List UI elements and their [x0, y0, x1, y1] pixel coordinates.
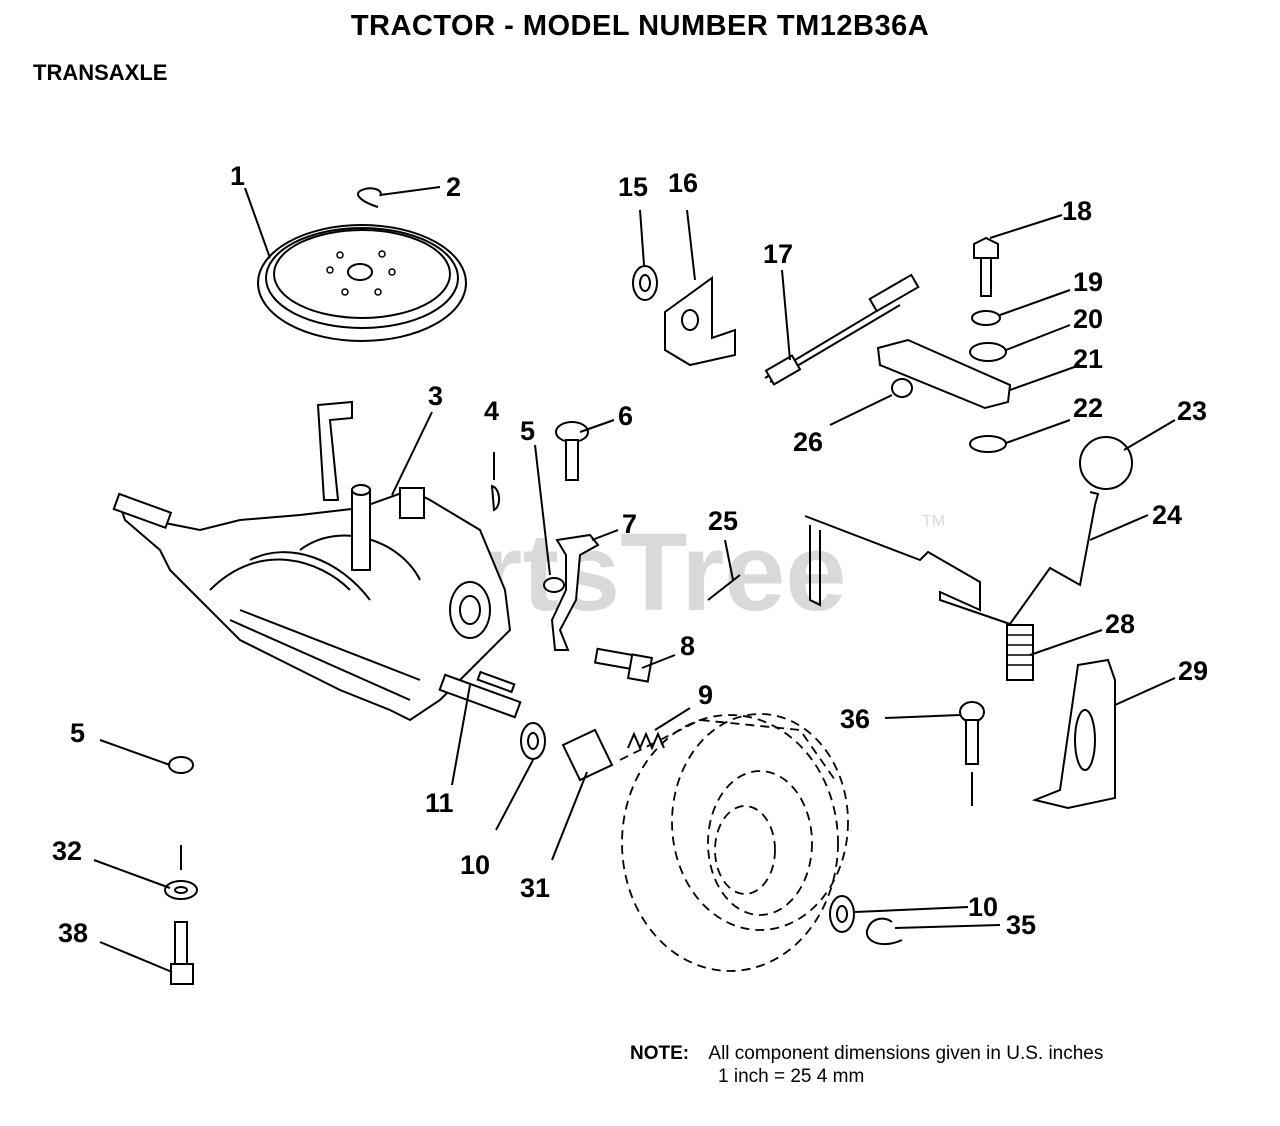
callout-22: 22 [1073, 393, 1103, 423]
callout-10-left: 10 [460, 850, 490, 880]
callout-19: 19 [1073, 267, 1103, 297]
part-shift-lever [804, 504, 1096, 626]
callout-2: 2 [446, 172, 461, 202]
part-woodruff-key [490, 484, 500, 512]
part-bolt-left [170, 921, 194, 985]
part-bracket [550, 533, 600, 651]
callout-31: 31 [520, 873, 550, 903]
callout-7: 7 [622, 509, 637, 539]
watermark-trademark: TM [922, 513, 945, 530]
part-bolt-18 [973, 236, 999, 297]
part-e-clip-right [865, 917, 903, 946]
callout-28: 28 [1105, 609, 1135, 639]
callout-3: 3 [428, 381, 443, 411]
callout-38: 38 [58, 918, 88, 948]
callout-23: 23 [1177, 396, 1207, 426]
part-pulley [257, 224, 467, 342]
callout-15: 15 [618, 172, 648, 202]
callout-36: 36 [840, 704, 870, 734]
part-washer-15 [632, 265, 658, 301]
part-pin [707, 574, 741, 601]
part-key [476, 670, 516, 694]
leader-lines [93, 186, 1176, 973]
note-line-1: All component dimensions given in U.S. i… [708, 1043, 1104, 1064]
callout-8: 8 [680, 631, 695, 661]
part-control-rod [764, 273, 920, 386]
callout-10-right: 10 [968, 892, 998, 922]
part-screw-36 [959, 701, 985, 806]
callout-24: 24 [1152, 500, 1182, 530]
part-washer-20 [969, 342, 1007, 362]
part-nut-26 [891, 378, 913, 398]
callout-18: 18 [1062, 196, 1092, 226]
part-washer-right [829, 895, 855, 933]
callout-5-left: 5 [70, 718, 85, 748]
callout-32: 32 [52, 836, 82, 866]
part-plate [876, 338, 1012, 410]
part-washer-left [164, 880, 198, 900]
callout-35: 35 [1006, 910, 1036, 940]
callout-25: 25 [708, 506, 738, 536]
note-label: NOTE: [630, 1043, 690, 1064]
callout-1: 1 [230, 161, 245, 191]
part-spacer [561, 728, 614, 782]
part-hex-bolt [593, 647, 654, 683]
part-spring [627, 731, 665, 751]
callout-5-middle: 5 [520, 416, 535, 446]
part-tire [619, 713, 849, 972]
part-e-clip [357, 187, 382, 208]
part-nut [543, 577, 565, 593]
callout-9: 9 [698, 680, 713, 710]
part-nut-left [168, 756, 194, 774]
callout-16: 16 [668, 168, 698, 198]
callout-11: 11 [425, 788, 454, 818]
part-transaxle [112, 400, 522, 722]
part-washer-19 [971, 310, 1001, 326]
callout-20: 20 [1073, 304, 1103, 334]
callout-29: 29 [1178, 656, 1208, 686]
note-line-2: 1 inch = 25 4 mm [718, 1066, 865, 1087]
part-washer-22 [969, 435, 1007, 453]
part-knob [1079, 436, 1133, 490]
part-mounting-bracket [664, 276, 736, 367]
part-washer [520, 722, 546, 760]
callout-4: 4 [484, 396, 499, 426]
callout-21: 21 [1073, 344, 1103, 374]
dimension-note: NOTE: All component dimensions given in … [630, 1042, 1103, 1088]
section-title: TRANSAXLE [33, 60, 168, 85]
part-spring-28 [1006, 624, 1034, 681]
page-title: TRACTOR - MODEL NUMBER TM12B36A [350, 10, 930, 42]
callout-17: 17 [763, 239, 793, 269]
part-carriage-bolt [555, 421, 589, 481]
callout-6: 6 [618, 401, 633, 431]
callout-26: 26 [793, 427, 823, 457]
